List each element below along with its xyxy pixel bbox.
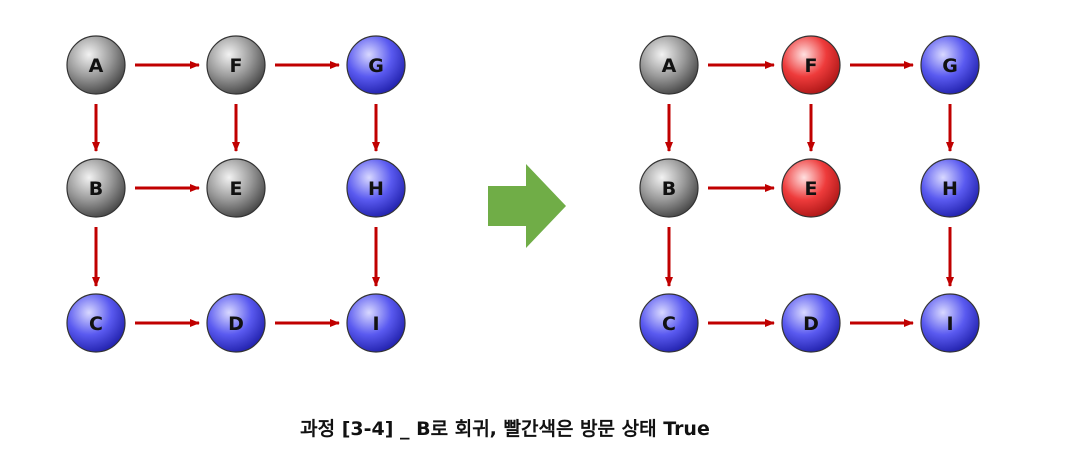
node-label-f-before: F: [230, 55, 243, 77]
node-label-e-before: E: [230, 178, 243, 200]
node-label-h-after: H: [942, 178, 958, 200]
node-g-after: [920, 35, 980, 95]
node-label-a-after: A: [662, 55, 677, 77]
node-f-after: [781, 35, 841, 95]
graph-after: A F G B E H C D I: [639, 35, 980, 353]
node-g-before: [346, 35, 406, 95]
node-c-before: [66, 293, 126, 353]
node-label-d-before: D: [228, 313, 244, 335]
node-d-before: [206, 293, 266, 353]
diagram-caption: 과정 [3-4] _ B로 회귀, 빨간색은 방문 상태 True: [300, 418, 710, 440]
graph-before: A F G B E H C D I: [66, 35, 406, 353]
node-e-after: [781, 158, 841, 218]
node-b-after: [639, 158, 699, 218]
node-f-before: [206, 35, 266, 95]
node-label-a-before: A: [89, 55, 104, 77]
node-label-b-after: B: [662, 178, 676, 200]
node-h-after: [920, 158, 980, 218]
node-label-c-before: C: [89, 313, 103, 335]
node-label-d-after: D: [803, 313, 819, 335]
node-label-e-after: E: [805, 178, 818, 200]
node-label-h-before: H: [368, 178, 384, 200]
node-label-i-after: I: [946, 313, 953, 335]
node-a-before: [66, 35, 126, 95]
node-a-after: [639, 35, 699, 95]
node-label-i-before: I: [372, 313, 379, 335]
node-label-g-after: G: [942, 55, 958, 77]
node-b-before: [66, 158, 126, 218]
node-d-after: [781, 293, 841, 353]
node-i-after: [920, 293, 980, 353]
node-c-after: [639, 293, 699, 353]
node-e-before: [206, 158, 266, 218]
node-label-c-after: C: [662, 313, 676, 335]
node-label-g-before: G: [368, 55, 384, 77]
node-label-f-after: F: [805, 55, 818, 77]
transition-arrow-icon: [488, 164, 566, 248]
node-i-before: [346, 293, 406, 353]
node-h-before: [346, 158, 406, 218]
node-label-b-before: B: [89, 178, 103, 200]
